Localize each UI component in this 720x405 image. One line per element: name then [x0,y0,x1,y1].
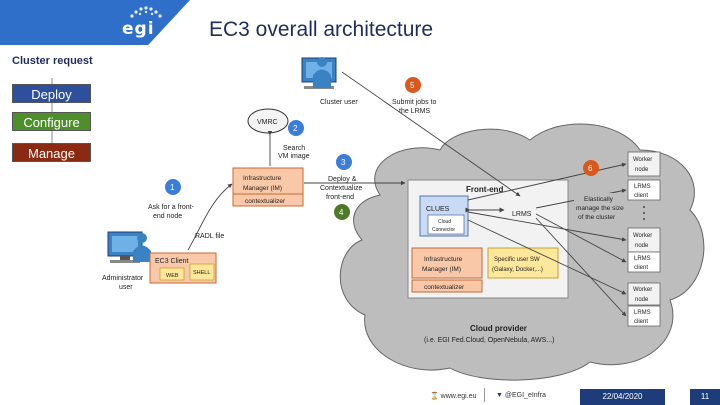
search-vm-label-1: Search [283,145,305,152]
stage-deploy: Deploy [12,84,91,103]
svg-text:1: 1 [170,183,175,192]
cloud-connector-box [427,214,465,235]
stage-configure: Configure [12,112,91,131]
footer-twitter[interactable]: ▼ @EGI_eInfra [496,392,546,399]
logo-text: egi [122,19,155,39]
step-2-badge: 2 [288,120,304,136]
elastically-label-1: Elastically [584,196,614,203]
worker-node-2: Worker node LRMS client [627,227,661,273]
svg-text:LRMS: LRMS [634,184,651,190]
globe-icon: ⌛ [430,393,439,400]
cluster-user-label: Cluster user [320,99,358,106]
shell-box [189,263,215,281]
elastically-label-2: manage the size [576,205,624,212]
slide-date: 22/04/2020 [580,389,665,405]
cloud-connector-label-1: Cloud [438,219,451,225]
contextualizer-inner-label: contextualizer [424,284,465,291]
svg-text:5: 5 [410,81,415,90]
page-number: 11 [690,389,720,405]
ask-frontend-label-2: end node [153,213,182,220]
clues-label: CLUES [426,206,450,213]
svg-text:LRMS: LRMS [634,256,651,262]
specific-sw-label-2: (Galaxy, Docker,...) [492,267,543,273]
elastically-label-3: of the cluster [578,214,616,221]
contextualizer-outer-box [232,193,304,207]
contextualizer-outer-label: contextualizer [245,198,286,205]
svg-text:3: 3 [341,158,346,167]
ask-frontend-label-1: Ask for a front- [148,204,195,211]
svg-text:6: 6 [588,164,593,173]
egi-logo-icon [130,6,162,18]
page-title: EC3 overall architecture [209,18,434,41]
svg-text:Worker: Worker [633,233,652,239]
cluster-request-title: Cluster request [12,55,93,67]
svg-text:2: 2 [293,124,298,133]
contextualizer-inner-box [411,279,483,293]
im-outer-label-2: Manager (IM) [243,185,282,192]
footer-site[interactable]: ⌛ www.egi.eu [430,393,477,400]
stage-manage: Manage [12,143,91,162]
search-vm-label-2: VM image [278,153,310,160]
ec3-client-label: EC3 Client [155,258,189,265]
step-5-badge: 5 [405,77,421,93]
worker-node-3: Worker node LRMS client [627,282,661,327]
step-4-badge: 4 [334,204,350,220]
web-label: WEB [166,273,179,279]
submit-jobs-label-1: Submit jobs to [392,99,436,106]
svg-text:client: client [634,265,648,271]
svg-text:Worker: Worker [633,287,652,293]
admin-user-label-1: Administrator [102,275,144,282]
worker-node-1: Worker node LRMS client [627,151,661,201]
svg-text:client: client [634,319,648,325]
footer-divider [484,388,485,402]
svg-text:node: node [635,167,649,173]
more-workers-dots [643,206,645,220]
svg-text:node: node [635,297,649,303]
admin-user-label-2: user [119,284,133,291]
cluster-user-computer-icon [301,57,337,89]
svg-text:Worker: Worker [633,157,652,163]
cloud-connector-label-2: Connector [432,227,455,233]
web-box [159,267,185,281]
svg-text:LRMS: LRMS [634,310,651,316]
step-6-badge: 6 [583,160,599,176]
svg-text:4: 4 [339,208,344,217]
deploy-context-label-1: Deploy & [328,176,357,183]
step-1-badge: 1 [165,179,181,195]
lrms-label: LRMS [512,211,532,218]
im-inner-box [411,247,483,279]
im-inner-label-2: Manager (IM) [422,266,461,273]
elastic-arrows [467,162,627,295]
cloud-provider-label: Cloud provider [470,324,527,333]
vmrc-label: VMRC [257,119,278,126]
im-inner-label-1: Infrastructure [424,256,463,263]
deploy-context-label-3: front-end [326,194,354,201]
specific-sw-label-1: Specific user SW [494,257,540,263]
radl-file-label: RADL file [195,233,224,240]
admin-user-computer-icon [107,231,151,263]
im-outer-label-1: Infrastructure [243,175,282,182]
cloud-provider-examples: (i.e. EGI Fed.Cloud, OpenNebula, AWS...) [424,337,554,344]
svg-text:node: node [635,243,649,249]
submit-jobs-label-2: the LRMS [399,108,430,115]
twitter-icon: ▼ [496,392,503,399]
deploy-context-label-2: Contextualize [320,185,363,192]
im-outer-box [232,167,304,195]
frontend-label: Front-end [466,185,503,194]
svg-text:client: client [634,193,648,199]
specific-sw-box [487,247,559,279]
shell-label: SHELL [193,270,210,276]
step-3-badge: 3 [336,154,352,170]
